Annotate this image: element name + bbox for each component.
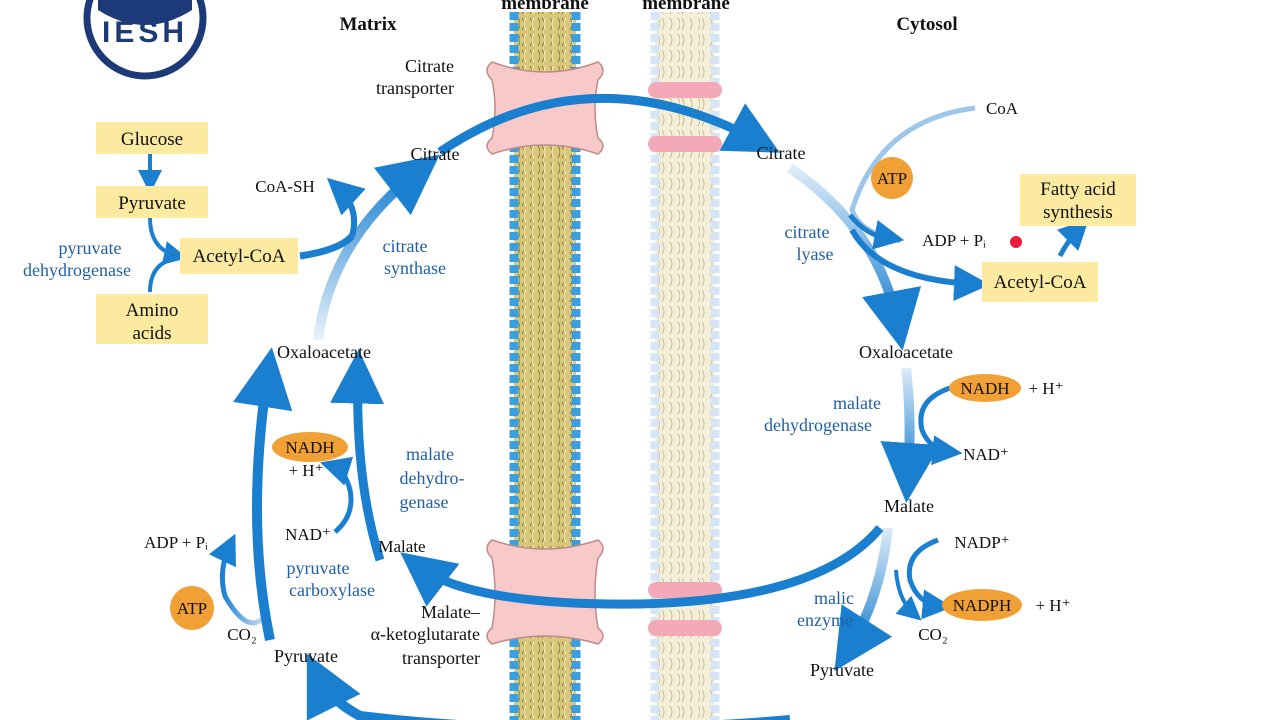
pyruvate-cytosol-label: Pyruvate: [810, 660, 874, 680]
atp-cytosol-label: ATP: [877, 169, 907, 188]
header-cytosol: Cytosol: [896, 14, 957, 35]
amino-acids-label-1: Amino: [126, 300, 179, 321]
citrate-synthase-label-2: synthase: [384, 258, 446, 278]
malate-import-arrow: [400, 525, 884, 609]
acetyl-coa-matrix-label: Acetyl-CoA: [193, 246, 286, 267]
atp-matrix-badge: [170, 586, 214, 630]
malate-transporter-label-1: Malate–: [421, 602, 481, 622]
malic-enzyme-label-1: malic: [814, 588, 854, 608]
header-outer-membrane: membrane: [642, 0, 730, 14]
adp-pi-matrix-label: ADP + Pᵢ: [144, 533, 208, 552]
nad-plus-matrix-label: NAD⁺: [285, 525, 331, 544]
pyruvate-to-oxaloacetate-arrow: [232, 347, 293, 642]
pyruvate-matrix-label: Pyruvate: [274, 646, 338, 666]
acetyl-coa-cytosol-label: Acetyl-CoA: [994, 272, 1087, 293]
h-plus-nadph-label: + H⁺: [1035, 596, 1070, 615]
nadp-plus-label: NADP⁺: [954, 533, 1009, 552]
nadph-badge: [942, 589, 1022, 621]
glucose-label: Glucose: [121, 129, 183, 150]
citrate-synthase-label-1: citrate: [383, 236, 428, 256]
oxaloacetate-to-malate-arrow: [880, 367, 941, 503]
glucose-box: [96, 122, 208, 154]
citrate-transporter-label-1: Citrate: [405, 56, 454, 76]
nad-plus-cytosol-label: NAD⁺: [963, 445, 1009, 464]
oxaloacetate-matrix-label: Oxaloacetate: [277, 342, 371, 362]
malate-transporter: [486, 539, 604, 645]
aminoacids-to-acetylcoa-arrow: [148, 256, 179, 293]
h-plus-cytosol-label: + H⁺: [1028, 379, 1063, 398]
outer-porin-bottom: [648, 582, 722, 598]
coa-cytosol-label: CoA: [986, 99, 1019, 118]
pyruvate-box-label: Pyruvate: [118, 193, 186, 214]
citrate-export-arrow: [437, 93, 780, 156]
coa-sh-label: CoA-SH: [255, 177, 315, 196]
malate-dehydrogenase-matrix-label-1: malate: [406, 444, 454, 464]
citrate-cytosol-label: Citrate: [757, 143, 806, 163]
header-matrix: Matrix: [340, 14, 397, 35]
fatty-acid-box: [1020, 174, 1136, 226]
logo-text: IESH: [102, 16, 188, 49]
atp-matrix-label: ATP: [177, 599, 207, 618]
outer-porin-bottom-2: [648, 620, 722, 636]
co2-release-cytosol-arrow: [894, 569, 922, 621]
nadp-reduction-arrow: [906, 537, 953, 620]
malate-dehydrogenase-cytosol-label-1: malate: [833, 393, 881, 413]
pyruvate-return-arrow: [306, 653, 790, 720]
fatty-acid-label-2: synthesis: [1043, 202, 1113, 223]
amino-acids-label-2: acids: [132, 323, 171, 344]
header-inner-membrane: membrane: [501, 0, 589, 14]
oxaloacetate-cytosol-label: Oxaloacetate: [859, 342, 953, 362]
nadh-cytosol-label: NADH: [960, 379, 1009, 398]
nadh-matrix-label: NADH: [285, 438, 334, 457]
red-dot-marker: [1010, 236, 1022, 248]
h-plus-matrix-label: + H⁺: [288, 461, 323, 480]
oxaloacetate-to-citrate-arrow: [313, 154, 440, 341]
citrate-lyase-label-1: citrate: [785, 222, 830, 242]
malate-dehydrogenase-cytosol-label-2: dehydrogenase: [764, 415, 872, 435]
coa-input-arrow: [849, 105, 976, 250]
malate-cytosol-label: Malate: [884, 496, 934, 516]
coa-sh-release-arrow: [326, 177, 366, 237]
outer-porin-top-2: [648, 136, 722, 152]
nadh-matrix-badge: [272, 432, 348, 462]
citrate-to-oxaloacetate-arrow: [787, 163, 922, 351]
acetylcoa-cytosol-arrow: [849, 228, 990, 302]
adp-pi-cytosol-label: ADP + Pᵢ: [922, 231, 986, 250]
outer-porin-top: [648, 82, 722, 98]
fatty-acid-arrow: [1057, 219, 1089, 258]
fatty-acid-label-1: Fatty acid: [1040, 179, 1116, 200]
pyruvate-carboxylase-side-arrow: [208, 533, 271, 626]
citrate-matrix-label: Citrate: [411, 144, 460, 164]
malate-to-oxaloacetate-arrow: [330, 349, 385, 562]
malate-dehydrogenase-matrix-label-3: genase: [400, 492, 449, 512]
acetylcoa-join-arrow: [299, 233, 355, 260]
pyruvate-dehydrogenase-label-2: dehydrogenase: [23, 260, 131, 280]
nadph-label: NADPH: [953, 596, 1012, 615]
malate-matrix-label: Malate: [378, 537, 425, 556]
pyruvate-box: [96, 186, 208, 218]
malic-enzyme-label-2: enzyme: [797, 610, 853, 630]
nadh-cytosol-badge: [949, 374, 1021, 402]
malate-transporter-label-2: α-ketoglutarate: [371, 624, 480, 644]
acetyl-coa-cytosol-box: [982, 262, 1098, 302]
malate-dehydrogenase-matrix-label-2: dehydro-: [400, 468, 465, 488]
co2-matrix-label: CO₂: [227, 625, 257, 644]
nadh-oxidation-arrow: [918, 385, 963, 466]
citrate-transporter-label-2: transporter: [376, 78, 454, 98]
acetyl-coa-matrix-box: [180, 238, 298, 274]
co2-cytosol-label: CO₂: [918, 625, 948, 644]
malate-transporter-label-3: transporter: [402, 648, 480, 668]
atp-cytosol-badge: [871, 157, 913, 199]
pyruvate-carboxylase-label-1: pyruvate: [287, 558, 350, 578]
nad-reduction-matrix-arrow: [320, 456, 354, 534]
logo: IESH: [83, 0, 207, 80]
pyruvate-dehydrogenase-label-1: pyruvate: [59, 238, 122, 258]
atp-to-adp-arrow: [848, 213, 901, 243]
pyruvate-carboxylase-label-2: carboxylase: [289, 580, 375, 600]
malate-to-pyruvate-arrow: [834, 527, 893, 672]
amino-acids-box: [96, 294, 208, 344]
citrate-lyase-label-2: lyase: [797, 244, 834, 264]
pyruvate-to-acetylcoa-arrow: [148, 217, 188, 265]
